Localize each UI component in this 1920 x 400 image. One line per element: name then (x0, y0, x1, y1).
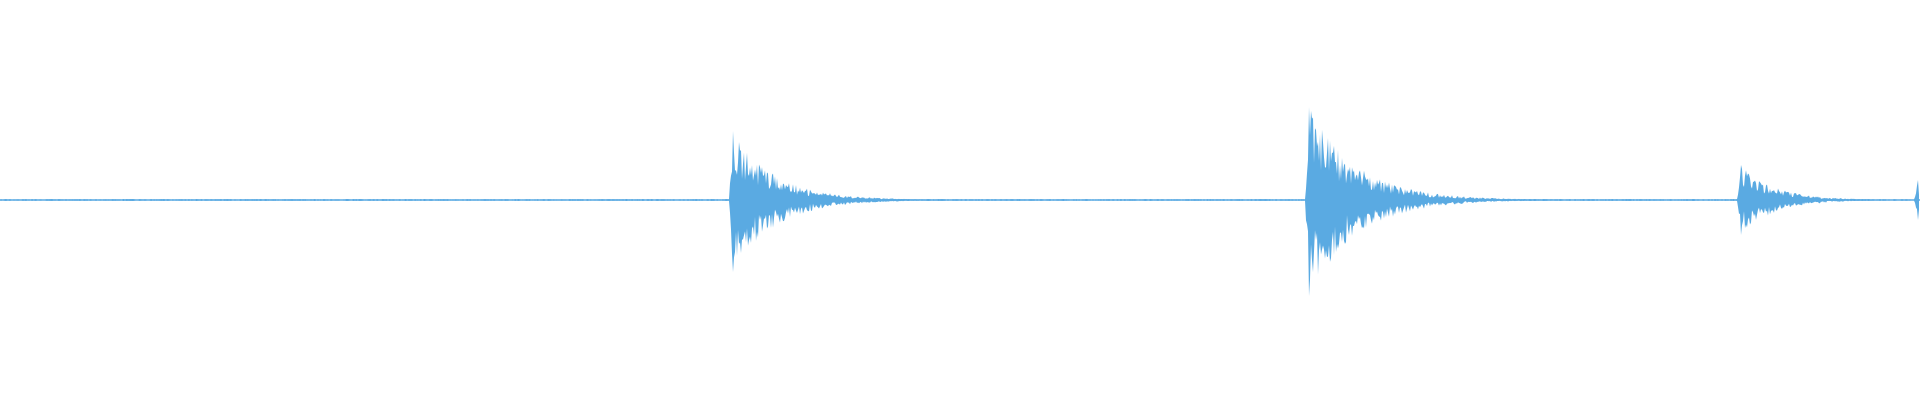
waveform-envelope (0, 107, 1919, 296)
